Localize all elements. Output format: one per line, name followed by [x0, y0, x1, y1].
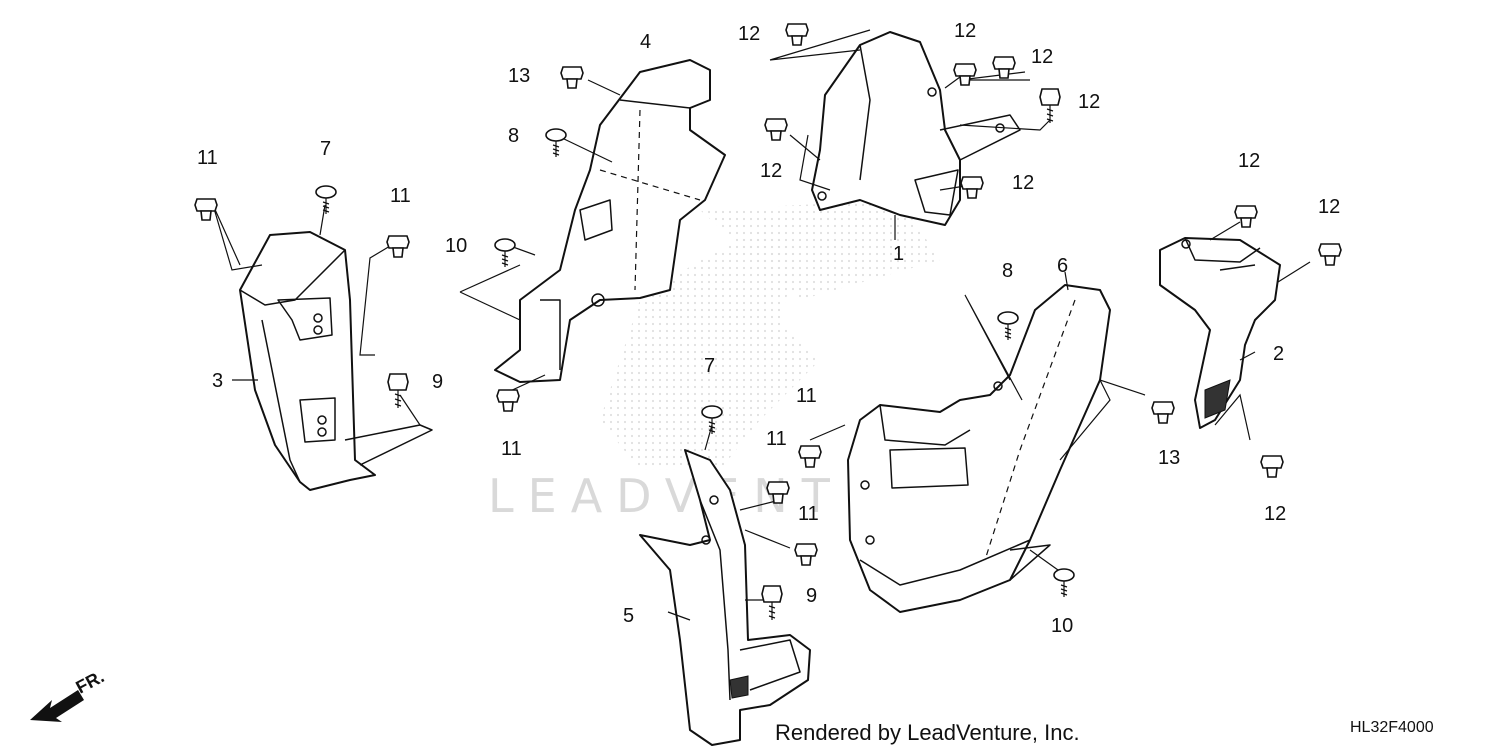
rendered-by-credit: Rendered by LeadVenture, Inc.	[775, 720, 1080, 745]
callout-2: 2	[1273, 343, 1284, 365]
clip-12-f	[960, 176, 984, 199]
callout-11-b: 11	[390, 185, 411, 207]
callout-1: 1	[893, 243, 904, 265]
callout-12-h: 12	[1318, 196, 1340, 218]
callout-12-i: 12	[1264, 503, 1286, 525]
callout-12-b: 12	[954, 20, 976, 42]
clip-12-a	[785, 23, 809, 46]
part-5-lower-guard	[639, 449, 811, 746]
front-direction-indicator: FR.	[30, 666, 107, 722]
bolt-12-d	[1039, 88, 1061, 124]
clip-11-b	[386, 235, 410, 258]
part-2-bracket	[1159, 237, 1281, 429]
callout-12-a: 12	[738, 23, 760, 45]
screw-8-b	[997, 311, 1019, 341]
callout-4: 4	[640, 31, 651, 53]
callout-8-b: 8	[1002, 260, 1013, 282]
callout-8-a: 8	[508, 125, 519, 147]
callout-7-a: 7	[320, 138, 331, 160]
callout-13-b: 13	[1158, 447, 1180, 469]
screw-8-a	[545, 128, 567, 158]
clip-11-d	[798, 445, 822, 468]
screw-10-a	[494, 238, 516, 268]
clip-12-h	[1318, 243, 1342, 266]
callout-11-e: 11	[766, 428, 787, 450]
callout-10-a: 10	[445, 235, 467, 257]
callout-12-c: 12	[1031, 46, 1053, 68]
callout-9-b: 9	[806, 585, 817, 607]
callout-12-d: 12	[1078, 91, 1100, 113]
callout-6: 6	[1057, 255, 1068, 277]
part-3-side-guard	[239, 231, 433, 491]
screw-10-b	[1053, 568, 1075, 598]
clip-12-e	[764, 118, 788, 141]
callout-13-a: 13	[508, 65, 530, 87]
clip-12-c	[992, 56, 1016, 79]
front-arrow-icon	[30, 690, 84, 722]
clip-11-c	[496, 389, 520, 412]
clip-11-a	[194, 198, 218, 221]
callout-12-e: 12	[760, 160, 782, 182]
clip-11-f	[794, 543, 818, 566]
part-1-cover	[811, 31, 1021, 226]
clip-12-b	[953, 63, 977, 86]
clip-12-i	[1260, 455, 1284, 478]
callout-11-d: 11	[796, 385, 817, 407]
callout-12-f: 12	[1012, 172, 1034, 194]
callout-5: 5	[623, 605, 634, 627]
diagram-code: HL32F4000	[1350, 719, 1434, 736]
callout-7-b: 7	[704, 355, 715, 377]
callout-12-g: 12	[1238, 150, 1260, 172]
screw-7-a	[315, 185, 337, 215]
callout-labels: 1 2 3 4 5 6 7 7 8 8 9 9 10 10 11 11 11 1…	[197, 20, 1340, 637]
callout-3: 3	[212, 370, 223, 392]
callout-11-a: 11	[197, 147, 218, 169]
callout-9-a: 9	[432, 371, 443, 393]
clip-13-a	[560, 66, 584, 89]
clip-13-b	[1151, 401, 1175, 424]
part-4-panel	[494, 59, 726, 383]
part-6-lower-cover	[847, 284, 1111, 613]
callout-11-c: 11	[501, 438, 522, 460]
leader-lines	[212, 29, 1311, 621]
callout-10-b: 10	[1051, 615, 1073, 637]
bolt-9-b	[761, 585, 783, 621]
clip-12-g	[1234, 205, 1258, 228]
callout-11-f: 11	[798, 503, 819, 525]
